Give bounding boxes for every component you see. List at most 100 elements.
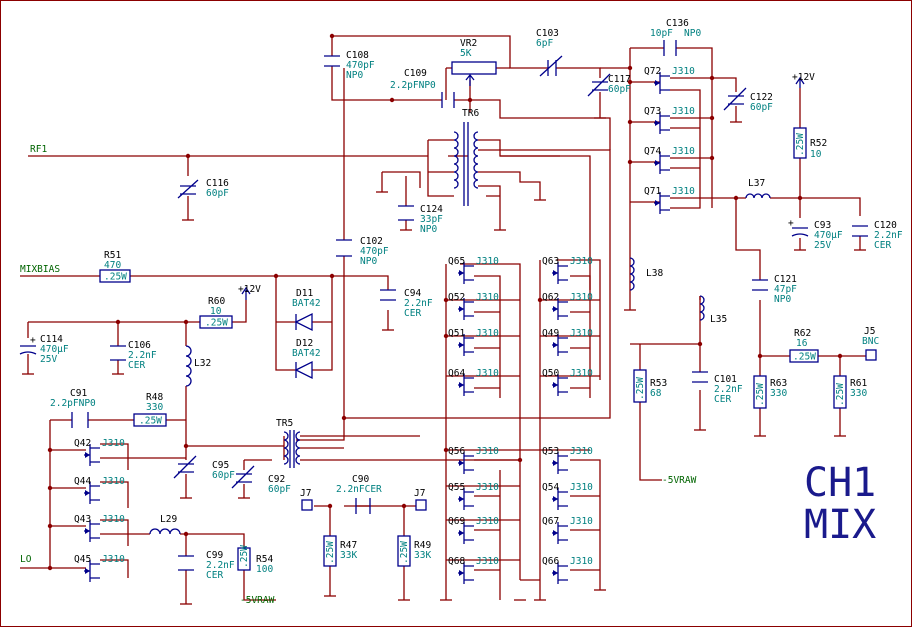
jfet-ref-q55: Q55 — [448, 482, 465, 493]
inductor-l29 — [149, 528, 181, 535]
inductor-l37 — [745, 193, 771, 199]
svg-text:+: + — [30, 335, 36, 346]
supply-arrow-12v-left — [241, 286, 251, 300]
jfet-type-q45: J310 — [102, 554, 125, 565]
jfet-type-q55: J310 — [476, 482, 499, 493]
svg-text:33K: 33K — [414, 550, 431, 561]
svg-text:L37: L37 — [748, 178, 765, 189]
capacitor-c136 — [663, 40, 677, 56]
jfet-ref-q43: Q43 — [74, 514, 91, 525]
jfet-type-q67: J310 — [570, 516, 593, 527]
svg-text:C120: C120 — [874, 220, 897, 231]
net-rf1: RF1 — [30, 144, 47, 155]
jfet-ref-q51: Q51 — [448, 328, 465, 339]
jfet-type-q74: J310 — [672, 146, 695, 157]
jfet-type-q50: J310 — [570, 368, 593, 379]
electrolytic-c114: + — [19, 335, 37, 355]
svg-text:.25W: .25W — [793, 352, 816, 363]
svg-text:.25W: .25W — [104, 272, 127, 283]
svg-text:R62: R62 — [794, 328, 811, 339]
svg-text:470: 470 — [104, 260, 121, 271]
svg-text:16: 16 — [796, 338, 808, 349]
resistor-r61: .25W — [833, 375, 847, 409]
jfet-type-q62: J310 — [570, 292, 593, 303]
net-lo: LO — [20, 554, 32, 565]
jfet-ref-q62: Q62 — [542, 292, 559, 303]
svg-text:6pF: 6pF — [536, 38, 553, 49]
trimmer-c122 — [723, 87, 747, 111]
svg-text:.25W: .25W — [139, 416, 162, 427]
svg-text:.25W: .25W — [795, 133, 806, 156]
jfet-ref-q44: Q44 — [74, 476, 91, 487]
component-labels: C108 470pF NP0 VR2 5K C103 6pF C136 10pF… — [40, 18, 903, 581]
jfet-ref-q67: Q67 — [542, 516, 559, 527]
svg-text:L35: L35 — [710, 314, 727, 325]
net-minus5vraw-left: -5VRAW — [240, 595, 275, 606]
svg-text:60pF: 60pF — [206, 188, 229, 199]
svg-text:2.2nF: 2.2nF — [874, 230, 903, 241]
jfet-ref-q54: Q54 — [542, 482, 559, 493]
svg-text:10: 10 — [810, 149, 822, 160]
supply-arrow-12v-right — [795, 76, 805, 88]
jfet-type-q56: J310 — [476, 446, 499, 457]
capacitor-c91 — [71, 412, 89, 428]
jfet-ref-q69: Q69 — [448, 516, 465, 527]
svg-text:C103: C103 — [536, 28, 559, 39]
svg-text:25V: 25V — [814, 240, 831, 251]
capacitor-c90 — [355, 498, 371, 514]
svg-text:L32: L32 — [194, 358, 211, 369]
svg-text:C136: C136 — [666, 18, 689, 29]
svg-text:C90: C90 — [352, 474, 369, 485]
resistor-r54: .25W — [237, 545, 251, 571]
svg-text:60pF: 60pF — [268, 484, 291, 495]
resistor-r51: .25W — [99, 269, 131, 283]
jfet-ref-q56: Q56 — [448, 446, 465, 457]
svg-text:CER: CER — [714, 394, 731, 405]
svg-text:D11: D11 — [296, 288, 313, 299]
net-j7-right: J7 — [414, 488, 425, 499]
svg-text:60pF: 60pF — [608, 84, 631, 95]
svg-text:470pF: 470pF — [360, 246, 389, 257]
svg-text:470µF: 470µF — [814, 230, 843, 241]
connector-j5 — [865, 349, 877, 361]
svg-text:R54: R54 — [256, 554, 273, 565]
svg-text:C93: C93 — [814, 220, 831, 231]
svg-text:BAT42: BAT42 — [292, 348, 321, 359]
svg-text:5K: 5K — [460, 48, 472, 59]
svg-text:VR2: VR2 — [460, 38, 477, 49]
jfet-ref-q73: Q73 — [644, 106, 661, 117]
jfet-type-q68: J310 — [476, 556, 499, 567]
net-plus12v-right: +12V — [792, 72, 815, 83]
svg-text:2.2nFCER: 2.2nFCER — [336, 484, 382, 495]
svg-text:R53: R53 — [650, 378, 667, 389]
svg-text:C106: C106 — [128, 340, 151, 351]
jfet-ref-q63: Q63 — [542, 256, 559, 267]
svg-text:330: 330 — [770, 388, 787, 399]
svg-text:TR6: TR6 — [462, 108, 479, 119]
resistor-r52: .25W — [793, 127, 807, 159]
svg-text:NP0: NP0 — [420, 224, 437, 235]
jfet-ref-q53: Q53 — [542, 446, 559, 457]
svg-text:CER: CER — [128, 360, 145, 371]
inductor-l38 — [629, 257, 635, 291]
connector-j7-left — [301, 499, 313, 511]
svg-text:R48: R48 — [146, 392, 163, 403]
svg-text:60pF: 60pF — [212, 470, 235, 481]
svg-text:R51: R51 — [104, 250, 121, 261]
transformer-tr5 — [283, 430, 301, 468]
resistor-r63: .25W — [753, 375, 767, 409]
capacitor-c106 — [110, 345, 126, 361]
net-bnc: BNC — [862, 336, 879, 347]
jfet-ref-q42: Q42 — [74, 438, 91, 449]
svg-text:C101: C101 — [714, 374, 737, 385]
net-plus12v-left: +12V — [238, 284, 261, 295]
svg-text:C94: C94 — [404, 288, 421, 299]
svg-text:C124: C124 — [420, 204, 443, 215]
